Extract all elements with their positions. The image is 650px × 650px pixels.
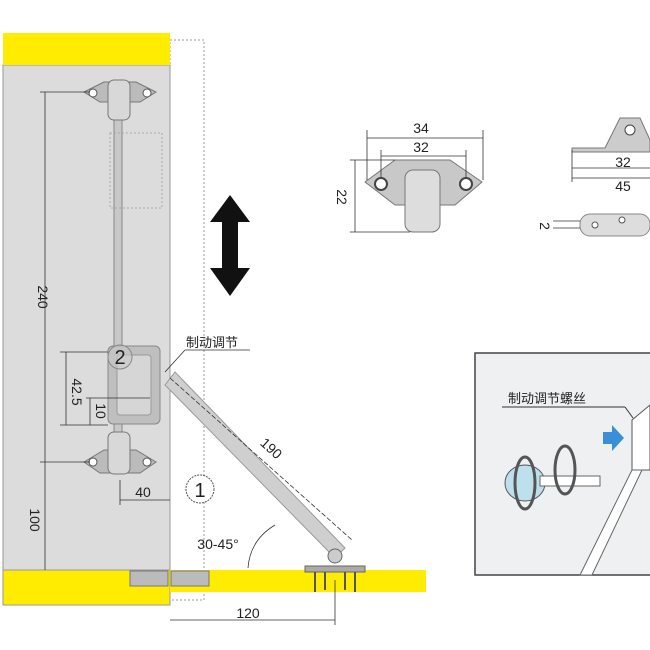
double-arrow-vertical-icon: [210, 195, 250, 296]
dim-32: 32: [413, 139, 429, 155]
dim-45-side: 45: [615, 178, 631, 194]
screwdriver-bit: [504, 464, 546, 502]
dim-240: 240: [35, 285, 51, 309]
dim-32-side: 32: [615, 154, 631, 170]
dim-2-side: 2: [537, 222, 553, 230]
stay-arm: [164, 371, 346, 559]
angle-label: 30-45°: [197, 536, 238, 552]
door-outline: [169, 39, 205, 601]
marker-2-circle: [107, 344, 133, 370]
arrow-right-icon: [603, 425, 624, 451]
bottom-board-right: [170, 570, 426, 592]
marker-2: 2: [114, 347, 125, 369]
top-board: [3, 33, 170, 65]
marker-1-circle: [185, 474, 215, 504]
hinge-plate: [129, 570, 169, 587]
ghost-housing: [109, 132, 163, 209]
damper-window: [116, 354, 152, 416]
top-mount-bracket: [82, 79, 158, 121]
dim-190: 190: [257, 435, 285, 463]
inset-illustration: [474, 352, 650, 576]
brake-adjust-label: 制动调节: [186, 335, 238, 350]
bracket-detail: [350, 130, 484, 233]
dim-100: 100: [27, 508, 43, 532]
side-bracket-detail: [553, 117, 650, 237]
dim-22: 22: [334, 189, 350, 205]
dim-10: 10: [93, 403, 109, 419]
dim-42-5: 42.5: [69, 378, 85, 405]
brake-adjust-screw-label: 制动调节螺丝: [508, 391, 586, 406]
bottom-mount-bracket: [83, 431, 157, 475]
dim-120: 120: [236, 605, 260, 621]
dim-34: 34: [413, 120, 429, 136]
dimension-lines: [40, 91, 353, 625]
cabinet-side-panel: [2, 64, 171, 571]
hinge-plate: [170, 570, 210, 587]
marker-1: 1: [194, 480, 205, 502]
floor-bracket: [304, 548, 366, 592]
dim-40: 40: [135, 484, 151, 500]
